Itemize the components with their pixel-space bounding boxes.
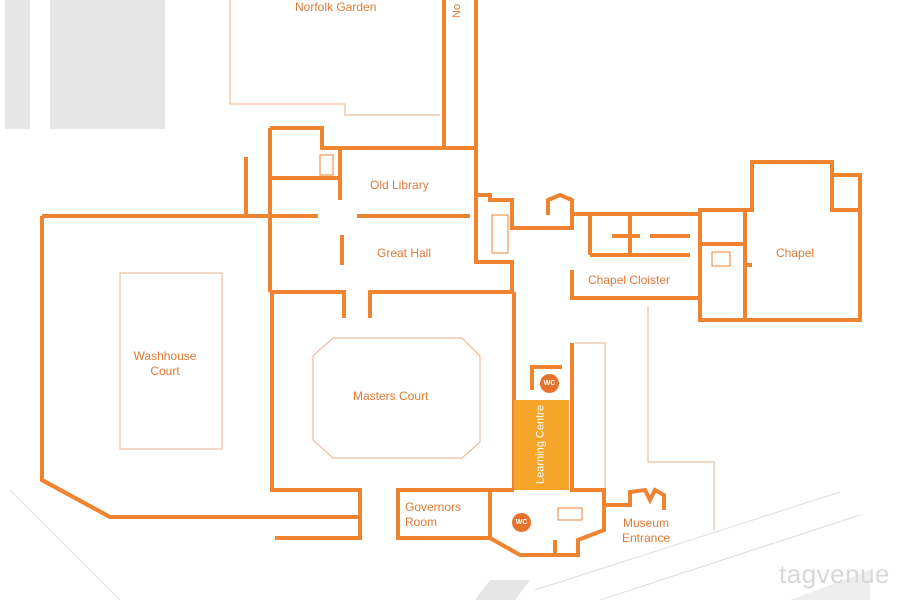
grey-block [5,0,30,129]
learning-centre-room[interactable] [514,400,569,490]
room-label-great-hall[interactable]: Great Hall [377,246,432,260]
walls [40,0,862,557]
wc-icon: WC [540,374,559,393]
thin-outlines [9,0,861,600]
room-label-old-library[interactable]: Old Library [370,178,429,192]
room-label-norfolk-truncated: No [451,3,463,18]
room-label-washhouse-court[interactable]: Washhouse Court [133,349,197,378]
room-label-museum-entrance[interactable]: Museum Entrance [621,516,671,545]
room-label-chapel[interactable]: Chapel [776,246,815,260]
grey-block [790,570,870,600]
watermark: tagvenue [779,559,890,589]
room-label-governors-room[interactable]: Governors Room [405,500,462,529]
room-label-chapel-cloister[interactable]: Chapel Cloister [588,273,671,287]
room-label-masters-court[interactable]: Masters Court [353,389,429,403]
wc-icon: WC [512,513,531,532]
grey-block [50,0,165,129]
room-label-norfolk-garden: Norfolk Garden [295,0,377,14]
grey-block [475,580,530,600]
stairs-icons [319,154,731,521]
room-label-learning-centre[interactable]: Learning Centre [534,405,547,484]
